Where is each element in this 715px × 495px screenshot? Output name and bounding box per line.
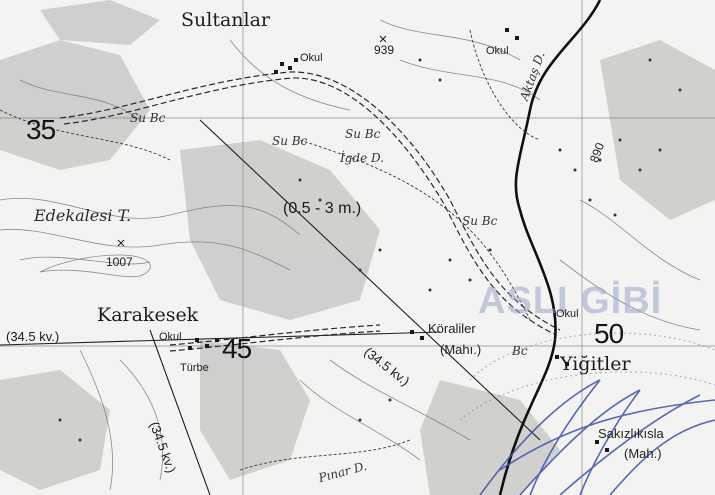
school-label-yigitler: Okul xyxy=(556,308,579,320)
village-blocks xyxy=(188,28,609,452)
grid-number-35: 35 xyxy=(26,114,56,145)
feature-igde: İgde D. xyxy=(340,151,385,165)
powerline-label-west: (34.5 kv.) xyxy=(6,329,60,344)
feature-su-bc-2: Su Bc xyxy=(345,127,381,141)
spot-height-939: 939 xyxy=(374,43,395,57)
place-karakesek: Karakesek xyxy=(97,304,199,326)
place-sakizlikisla: Sakızlıkısla xyxy=(598,426,664,441)
contour-lines xyxy=(0,19,701,491)
spot-height-1007: 1007 xyxy=(106,255,133,269)
grid-number-50: 50 xyxy=(594,318,624,349)
place-yigitler: Yiğitler xyxy=(560,353,631,375)
roads xyxy=(59,71,561,352)
stamp-text: ASLI GİBİ xyxy=(478,280,663,322)
school-label-karakesek: Okul xyxy=(159,331,182,343)
feature-bc: Bc xyxy=(512,344,528,358)
place-turbe: Türbe xyxy=(180,362,209,374)
feature-su-bc-4: Su Bc xyxy=(130,111,166,125)
school-label-sultanlar: Okul xyxy=(300,52,323,64)
school-label-north: Okul xyxy=(486,45,509,57)
stamp-ring xyxy=(459,332,715,421)
grid-number-45: 45 xyxy=(222,333,252,364)
power-lines xyxy=(0,119,541,495)
width-annotation: (0.5 - 3 m.) xyxy=(283,200,362,217)
feature-su-bc-3: Su Bc xyxy=(462,214,498,228)
spot-height-marks xyxy=(117,35,387,247)
place-koraliler: Köraliler xyxy=(428,321,476,336)
place-koraliler-sub: (Mahı.) xyxy=(440,342,482,357)
feature-su-bc-1: Su Bc xyxy=(272,134,308,148)
streams xyxy=(0,29,541,471)
place-sultanlar: Sultanlar xyxy=(181,9,271,31)
river xyxy=(498,0,602,495)
orchard-symbols xyxy=(58,58,682,442)
signature-strokes xyxy=(479,379,715,495)
place-sakizlikisla-sub: (Mah.) xyxy=(624,446,662,461)
feature-edekalesi: Edekalesi T. xyxy=(34,206,132,225)
